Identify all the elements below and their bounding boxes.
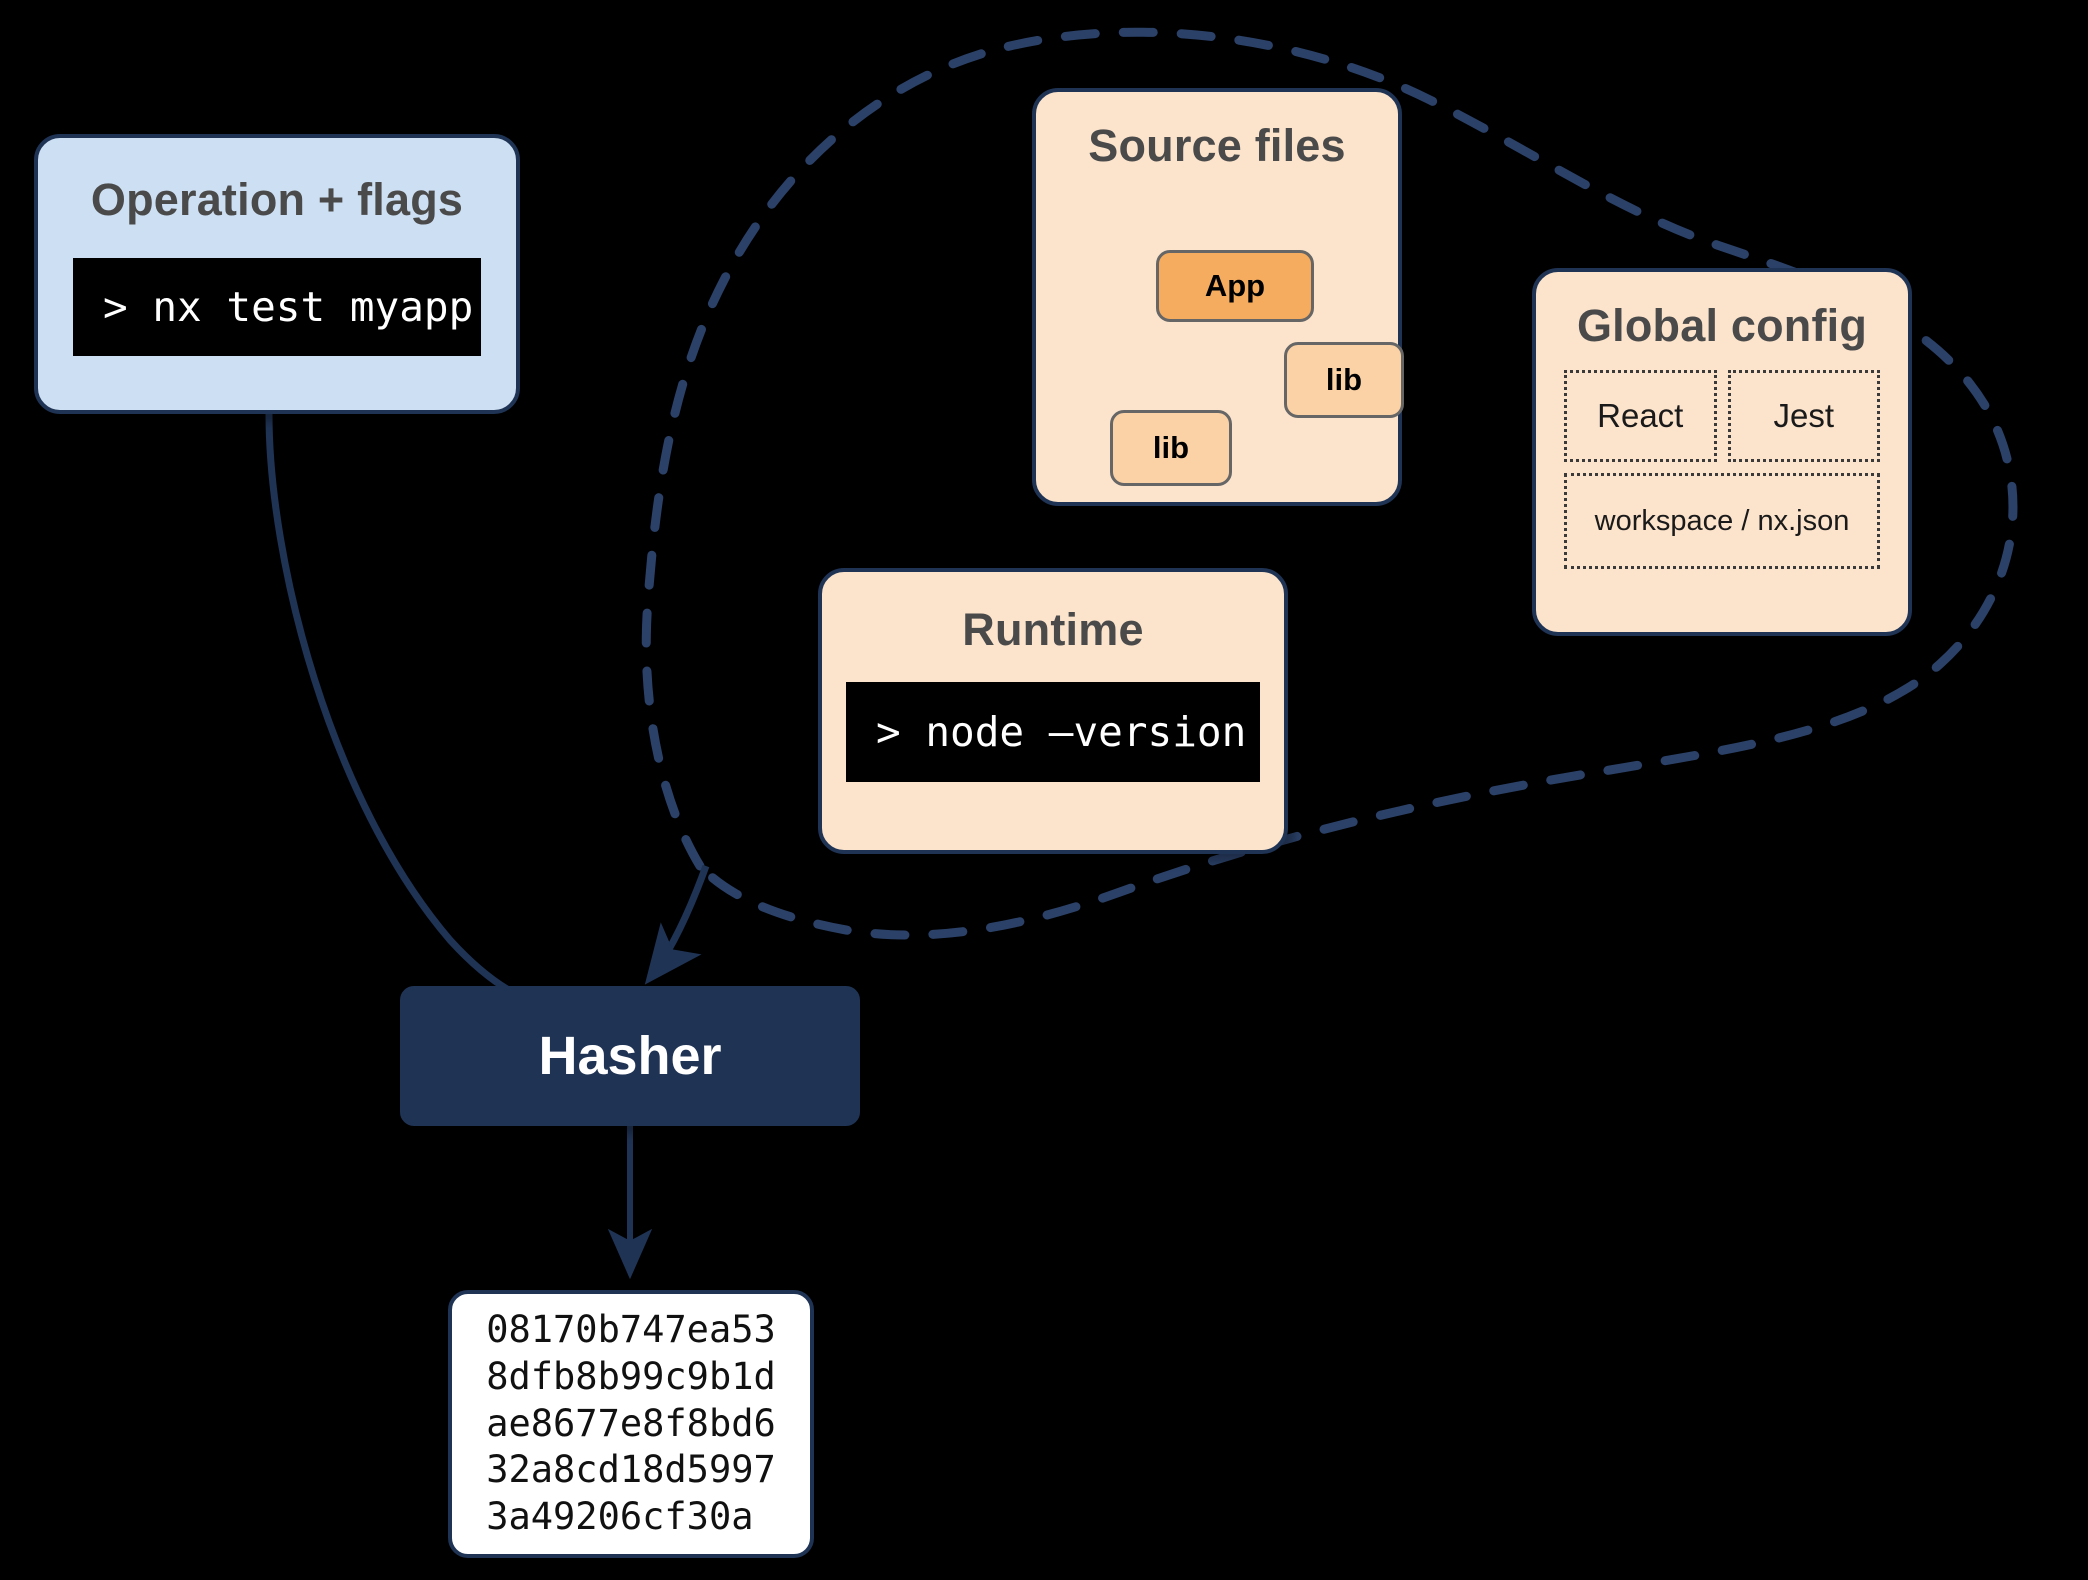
- hash-output-value: 08170b747ea53 8dfb8b99c9b1d ae8677e8f8bd…: [486, 1308, 776, 1538]
- config-cell-react[interactable]: React: [1564, 370, 1717, 462]
- hash-output-card: 08170b747ea53 8dfb8b99c9b1d ae8677e8f8bd…: [448, 1290, 814, 1558]
- edge-inputs-to-hasher: [644, 864, 710, 985]
- source-files-graph: App lib lib: [1032, 172, 1404, 486]
- operation-command-terminal: > nx test myapp: [73, 258, 481, 356]
- edge-operation-to-hasher: [265, 413, 626, 1041]
- project-node-app[interactable]: App: [1156, 250, 1314, 322]
- hasher-card[interactable]: Hasher: [400, 986, 860, 1126]
- operation-flags-card: Operation + flags > nx test myapp: [34, 134, 520, 414]
- global-config-row-bottom: workspace / nx.json: [1564, 473, 1880, 569]
- operation-flags-title: Operation + flags: [90, 174, 464, 225]
- global-config-title: Global config: [1576, 300, 1868, 351]
- global-config-grid: React Jest workspace / nx.json: [1564, 370, 1880, 569]
- config-cell-jest[interactable]: Jest: [1727, 370, 1880, 462]
- runtime-command-terminal: > node –version: [846, 682, 1260, 782]
- source-files-title: Source files: [1088, 120, 1346, 171]
- config-cell-workspace-nxjson[interactable]: workspace / nx.json: [1564, 473, 1880, 569]
- global-config-card: Global config React Jest workspace / nx.…: [1532, 268, 1912, 636]
- source-files-card: Source files App lib lib: [1032, 88, 1404, 506]
- hasher-label: Hasher: [538, 1026, 722, 1086]
- runtime-card: Runtime > node –version: [818, 568, 1288, 854]
- project-node-lib-right[interactable]: lib: [1284, 342, 1404, 418]
- project-node-lib-left[interactable]: lib: [1110, 410, 1232, 486]
- global-config-row-top: React Jest: [1564, 370, 1880, 462]
- runtime-title: Runtime: [962, 604, 1144, 655]
